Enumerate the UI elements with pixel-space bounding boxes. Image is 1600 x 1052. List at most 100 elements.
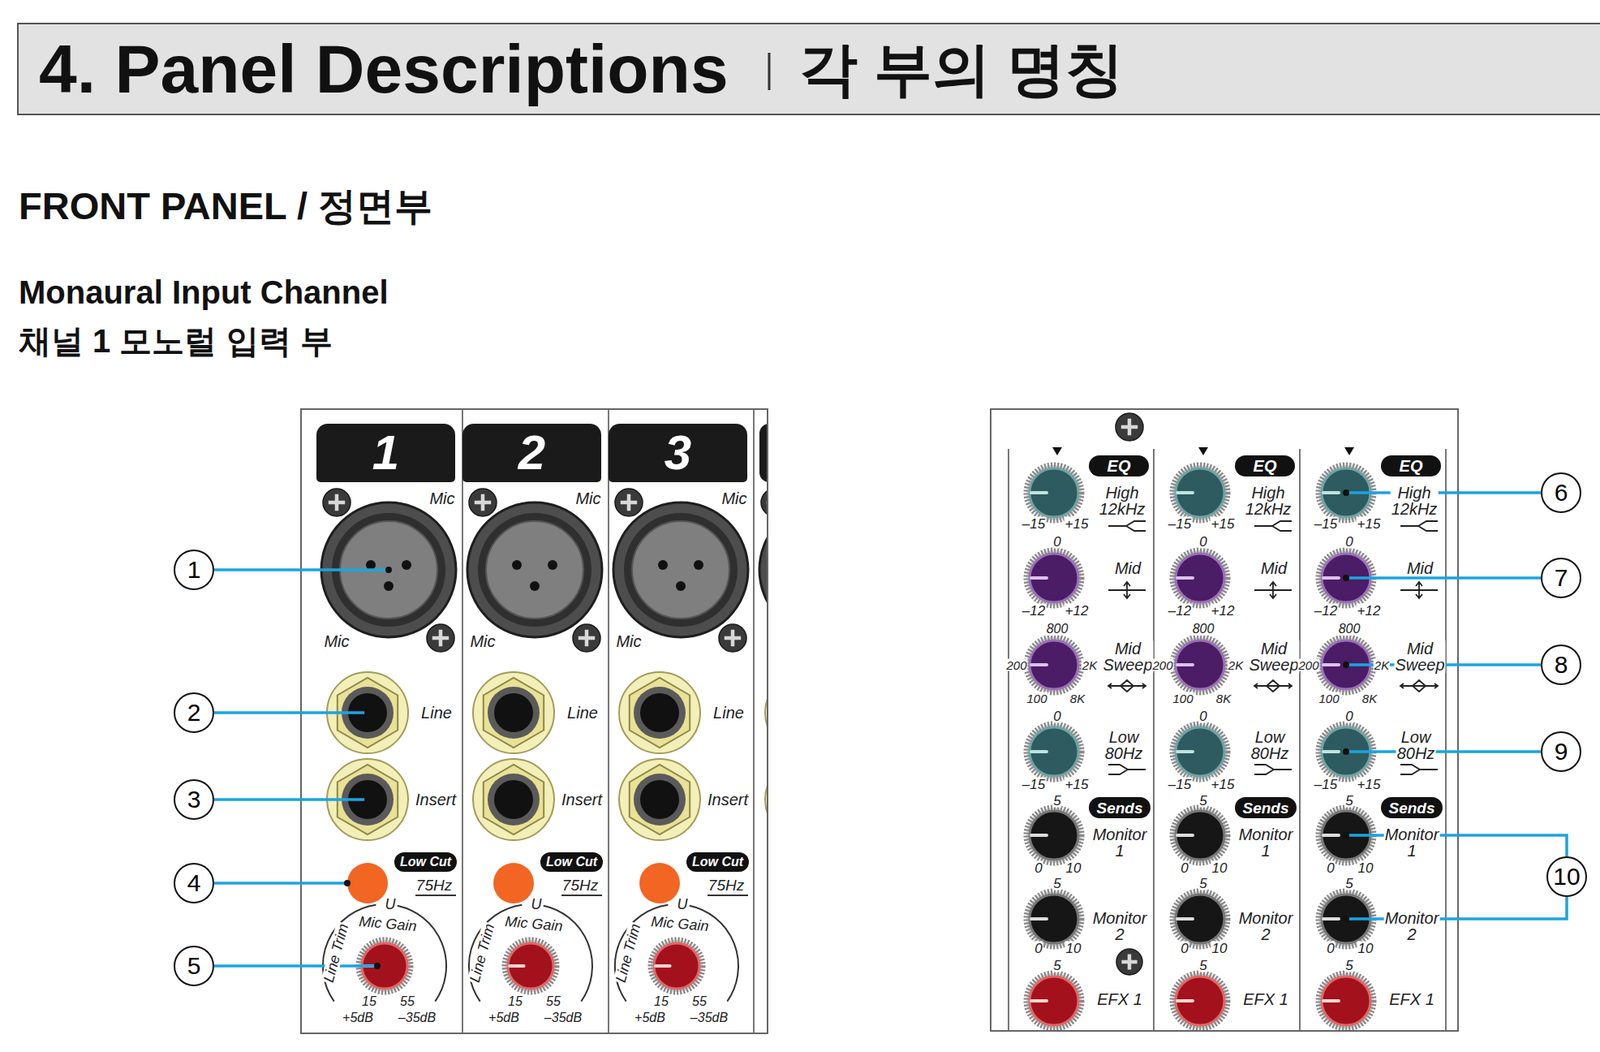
panel-label: High 12kHz — [1390, 484, 1439, 517]
xlr-ring — [477, 512, 592, 627]
leader-dot — [1342, 915, 1350, 922]
knob-skirt — [1172, 636, 1228, 693]
panel-label: 2K — [1373, 658, 1390, 671]
xlr-pin — [365, 559, 376, 570]
low-shelf-symbol — [1254, 764, 1292, 775]
panel-label: Monitor 2 — [1238, 909, 1295, 942]
screw-slot — [578, 629, 595, 646]
section-badge: Sends — [1380, 796, 1443, 818]
frequency-underline — [415, 894, 456, 896]
knob-cap — [1175, 553, 1225, 603]
panel-label: Monitor 1 — [1092, 825, 1149, 859]
section-badge: Sends — [1234, 796, 1297, 818]
panel-label: Line — [420, 704, 453, 721]
callout-circle — [1541, 731, 1581, 771]
separator-line — [768, 52, 771, 91]
knob-cap — [1029, 894, 1079, 943]
jack-washer — [765, 671, 767, 753]
badge-text: EQ — [1253, 457, 1278, 474]
xlr-pin — [529, 580, 540, 591]
screw-head — [322, 488, 351, 517]
xlr-ring — [623, 512, 738, 627]
low-cut-button — [493, 862, 534, 904]
panel-label: 75Hz — [415, 877, 453, 893]
sweep-symbol — [1400, 679, 1438, 692]
panel-label: 2K — [1227, 658, 1244, 671]
left-panel-parts — [321, 409, 767, 1033]
screw-slot — [432, 629, 449, 646]
panel-label: Monitor 1 — [1238, 825, 1295, 859]
panel-label: 100 — [1025, 692, 1048, 705]
panel-label: –35dB — [543, 1010, 583, 1024]
callout-circle — [1541, 558, 1581, 598]
panel-label: –12 — [1313, 603, 1338, 618]
center-mark — [1344, 447, 1355, 456]
sweep-symbol — [1108, 679, 1146, 692]
panel-label: 0 — [1179, 941, 1189, 955]
panel-label: 5 — [1052, 958, 1062, 973]
channel-divider — [1152, 448, 1155, 1030]
callout-number: 7 — [1554, 565, 1569, 590]
panel-label: Monitor 2 — [1092, 909, 1149, 942]
channel-divider — [607, 409, 610, 1033]
jack-nut — [483, 677, 544, 748]
screw-head — [1115, 412, 1144, 441]
leader-dot — [374, 962, 381, 969]
low-shelf-symbol — [1108, 764, 1146, 775]
panel-label: –15 — [1313, 516, 1338, 531]
xlr-pin — [383, 580, 394, 591]
panel-label: Mic — [428, 490, 456, 507]
panel-label: +5dB — [487, 1010, 521, 1024]
leader-dot — [364, 795, 371, 803]
panel-label: 5 — [1344, 876, 1354, 891]
panel-label: Insert — [706, 791, 749, 808]
panel-label: +15 — [1064, 777, 1090, 792]
knob-cap — [1175, 810, 1225, 860]
panel-label: +15 — [1210, 516, 1236, 531]
xlr-face — [486, 520, 584, 619]
panel-label: 0 — [1033, 941, 1043, 955]
center-mark — [1052, 447, 1063, 456]
knob-pointer — [509, 963, 525, 968]
jack-sleeve — [633, 686, 686, 739]
jack-hole — [494, 779, 534, 819]
panel-label: 100 — [1317, 692, 1340, 705]
panel-label: 15 — [653, 994, 670, 1008]
panel-label: 0 — [1344, 709, 1354, 723]
panel-label: Monitor 1 — [1384, 825, 1441, 859]
panel-label: 0 — [1344, 534, 1354, 549]
badge-text: Low Cut — [546, 855, 598, 869]
section-heading: 채널 1 모노럴 입력 부 — [18, 322, 333, 359]
knob-cap — [653, 942, 700, 989]
high-shelf-symbol — [1400, 520, 1438, 531]
knob-cap — [1029, 640, 1079, 689]
leader-dot — [364, 709, 371, 716]
panel-label: –15 — [1167, 516, 1192, 531]
screw-slot — [328, 494, 345, 511]
panel-label: 10 — [1211, 860, 1229, 875]
knob-cap — [1321, 976, 1371, 1025]
panel-label: Monitor 2 — [1384, 909, 1441, 942]
screw-slot — [1121, 953, 1137, 969]
leader-line — [1346, 576, 1542, 580]
jack-hole — [494, 692, 534, 732]
xlr-face — [632, 520, 730, 619]
panel-label: +12 — [1210, 603, 1236, 618]
panel-label: Mid — [1260, 559, 1288, 577]
section-badge: EQ — [1088, 455, 1149, 477]
panel-label: Low 80Hz — [1104, 728, 1145, 762]
panel-label: –15 — [1021, 516, 1046, 531]
bracket-leader — [1346, 834, 1567, 919]
panel-label: 0 — [1198, 709, 1208, 723]
badge-text: Sends — [1388, 800, 1435, 816]
panel-label: Mic — [615, 632, 642, 650]
knob-pointer — [1031, 749, 1047, 753]
left-panel — [301, 408, 768, 1033]
knob-pointer — [1323, 576, 1339, 580]
knob-pointer — [1323, 998, 1339, 1003]
title-text: 4. Panel Descriptions — [38, 34, 729, 104]
knob-pointer — [1031, 998, 1047, 1003]
callout-number: 5 — [187, 953, 202, 978]
knob-skirt — [1026, 636, 1082, 693]
panel-label: 800 — [1191, 622, 1216, 636]
